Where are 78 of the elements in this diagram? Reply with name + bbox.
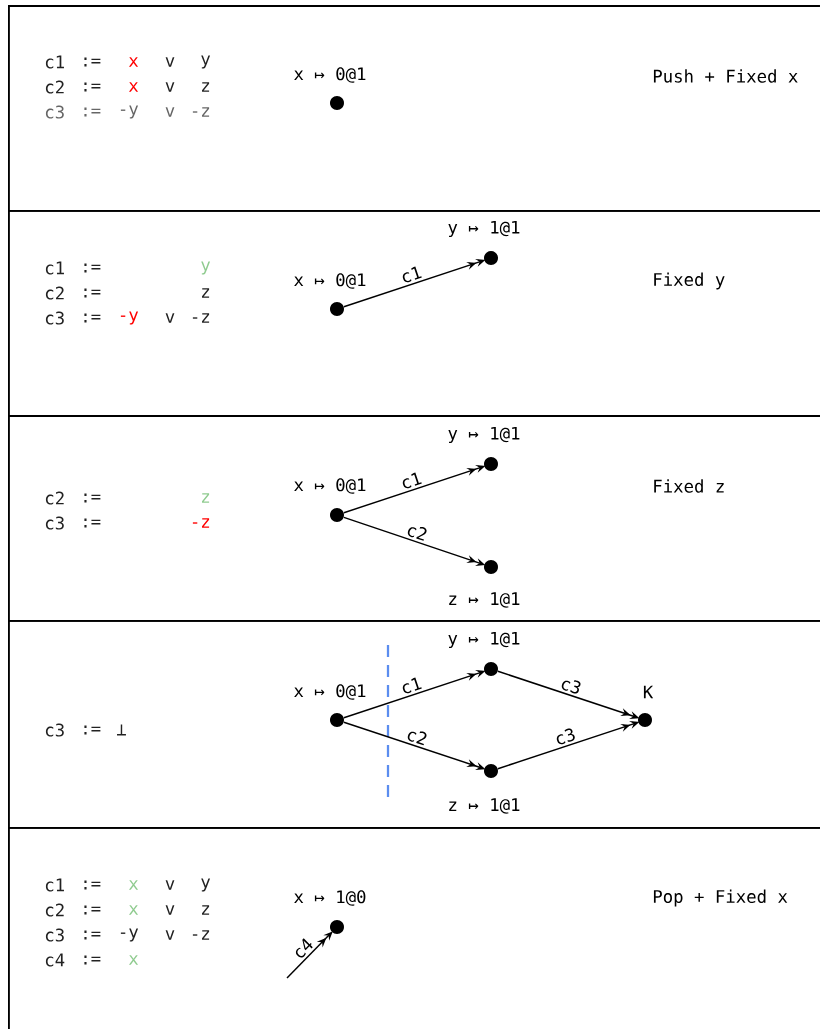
clause-token: := — [84, 518, 101, 528]
clause-token: := — [84, 930, 101, 940]
clause-token: -y — [120, 311, 139, 325]
status-label: Fixed z — [654, 479, 724, 493]
status-label: Fixed y — [654, 272, 725, 290]
state-label: x ↦ 0@1 — [294, 67, 366, 83]
clause-token: -z — [192, 518, 210, 528]
clause-token: z — [202, 905, 210, 915]
clause-token: x — [128, 880, 139, 890]
state-label: K — [643, 685, 654, 699]
clause-token: := — [84, 107, 101, 117]
clause-token: := — [84, 905, 101, 915]
clause-token: c3 — [45, 928, 64, 942]
clause-token: c1 — [45, 55, 64, 69]
clause-token: := — [84, 725, 101, 735]
clause-token: := — [84, 288, 101, 298]
clause-token: y — [201, 878, 211, 892]
clause-token: x — [128, 57, 139, 67]
clause-token: z — [202, 82, 210, 92]
clause-token: x — [128, 955, 139, 965]
clause-token: v — [165, 880, 175, 890]
clause-token: -z — [192, 930, 210, 940]
clause-token: x — [128, 905, 139, 915]
clause-token: c3 — [45, 516, 64, 530]
clause-token: := — [84, 82, 101, 92]
clause-token: := — [84, 880, 101, 890]
clause-token: -z — [192, 313, 210, 323]
clause-token: v — [165, 313, 175, 323]
state-label: y ↦ 1@1 — [448, 426, 520, 444]
clause-token: c2 — [45, 903, 64, 917]
state-label: x ↦ 1@0 — [294, 890, 366, 906]
clause-token: -z — [192, 107, 210, 117]
edge-label: c3 — [551, 725, 579, 748]
clause-token: c4 — [45, 953, 65, 967]
edge-label: c1 — [397, 674, 425, 697]
clause-token: ⊥ — [117, 724, 126, 736]
clause-token: z — [202, 288, 210, 298]
state-label: y ↦ 1@1 — [448, 220, 520, 238]
clause-token: z — [202, 493, 210, 503]
state-label: y ↦ 1@1 — [448, 631, 520, 649]
clause-token: v — [165, 107, 175, 117]
state-label: z ↦ 1@1 — [449, 798, 520, 814]
state-label: x ↦ 0@1 — [294, 273, 366, 289]
clause-token: c2 — [45, 286, 64, 300]
clause-token: c2 — [45, 491, 64, 505]
arrow — [286, 931, 333, 979]
state-label: z ↦ 1@1 — [449, 592, 520, 608]
clause-token: v — [165, 57, 175, 67]
clause-token: y — [201, 261, 211, 275]
edge-label: c1 — [397, 263, 425, 286]
clause-token: := — [84, 263, 101, 273]
state-label: x ↦ 0@1 — [294, 684, 366, 700]
edge-label: c3 — [557, 674, 585, 697]
edge-label: c1 — [397, 469, 425, 492]
clause-token: -y — [120, 928, 139, 942]
clause-token: x — [128, 82, 139, 92]
clause-token: c1 — [45, 878, 64, 892]
clause-token: y — [201, 55, 211, 69]
status-label: Pop + Fixed x — [653, 889, 788, 907]
clause-token: c3 — [45, 105, 64, 119]
clause-token: v — [165, 930, 175, 940]
clause-token: c3 — [45, 311, 64, 325]
clause-token: c3 — [45, 723, 64, 737]
edge-label: c2 — [403, 520, 431, 544]
clause-token: := — [84, 57, 101, 67]
clause-token: := — [84, 313, 101, 323]
edge-label: c2 — [403, 725, 431, 748]
clause-token: := — [84, 493, 101, 503]
clause-token: -y — [120, 105, 139, 119]
state-label: x ↦ 0@1 — [294, 478, 366, 494]
clause-token: c1 — [45, 261, 64, 275]
panel — [8, 620, 820, 829]
clause-token: v — [165, 82, 175, 92]
clause-token: c2 — [45, 80, 64, 94]
edge-label: c4 — [288, 934, 317, 963]
clause-token: v — [165, 905, 175, 915]
status-label: Push + Fixed x — [653, 69, 798, 83]
clause-token: := — [84, 955, 101, 965]
